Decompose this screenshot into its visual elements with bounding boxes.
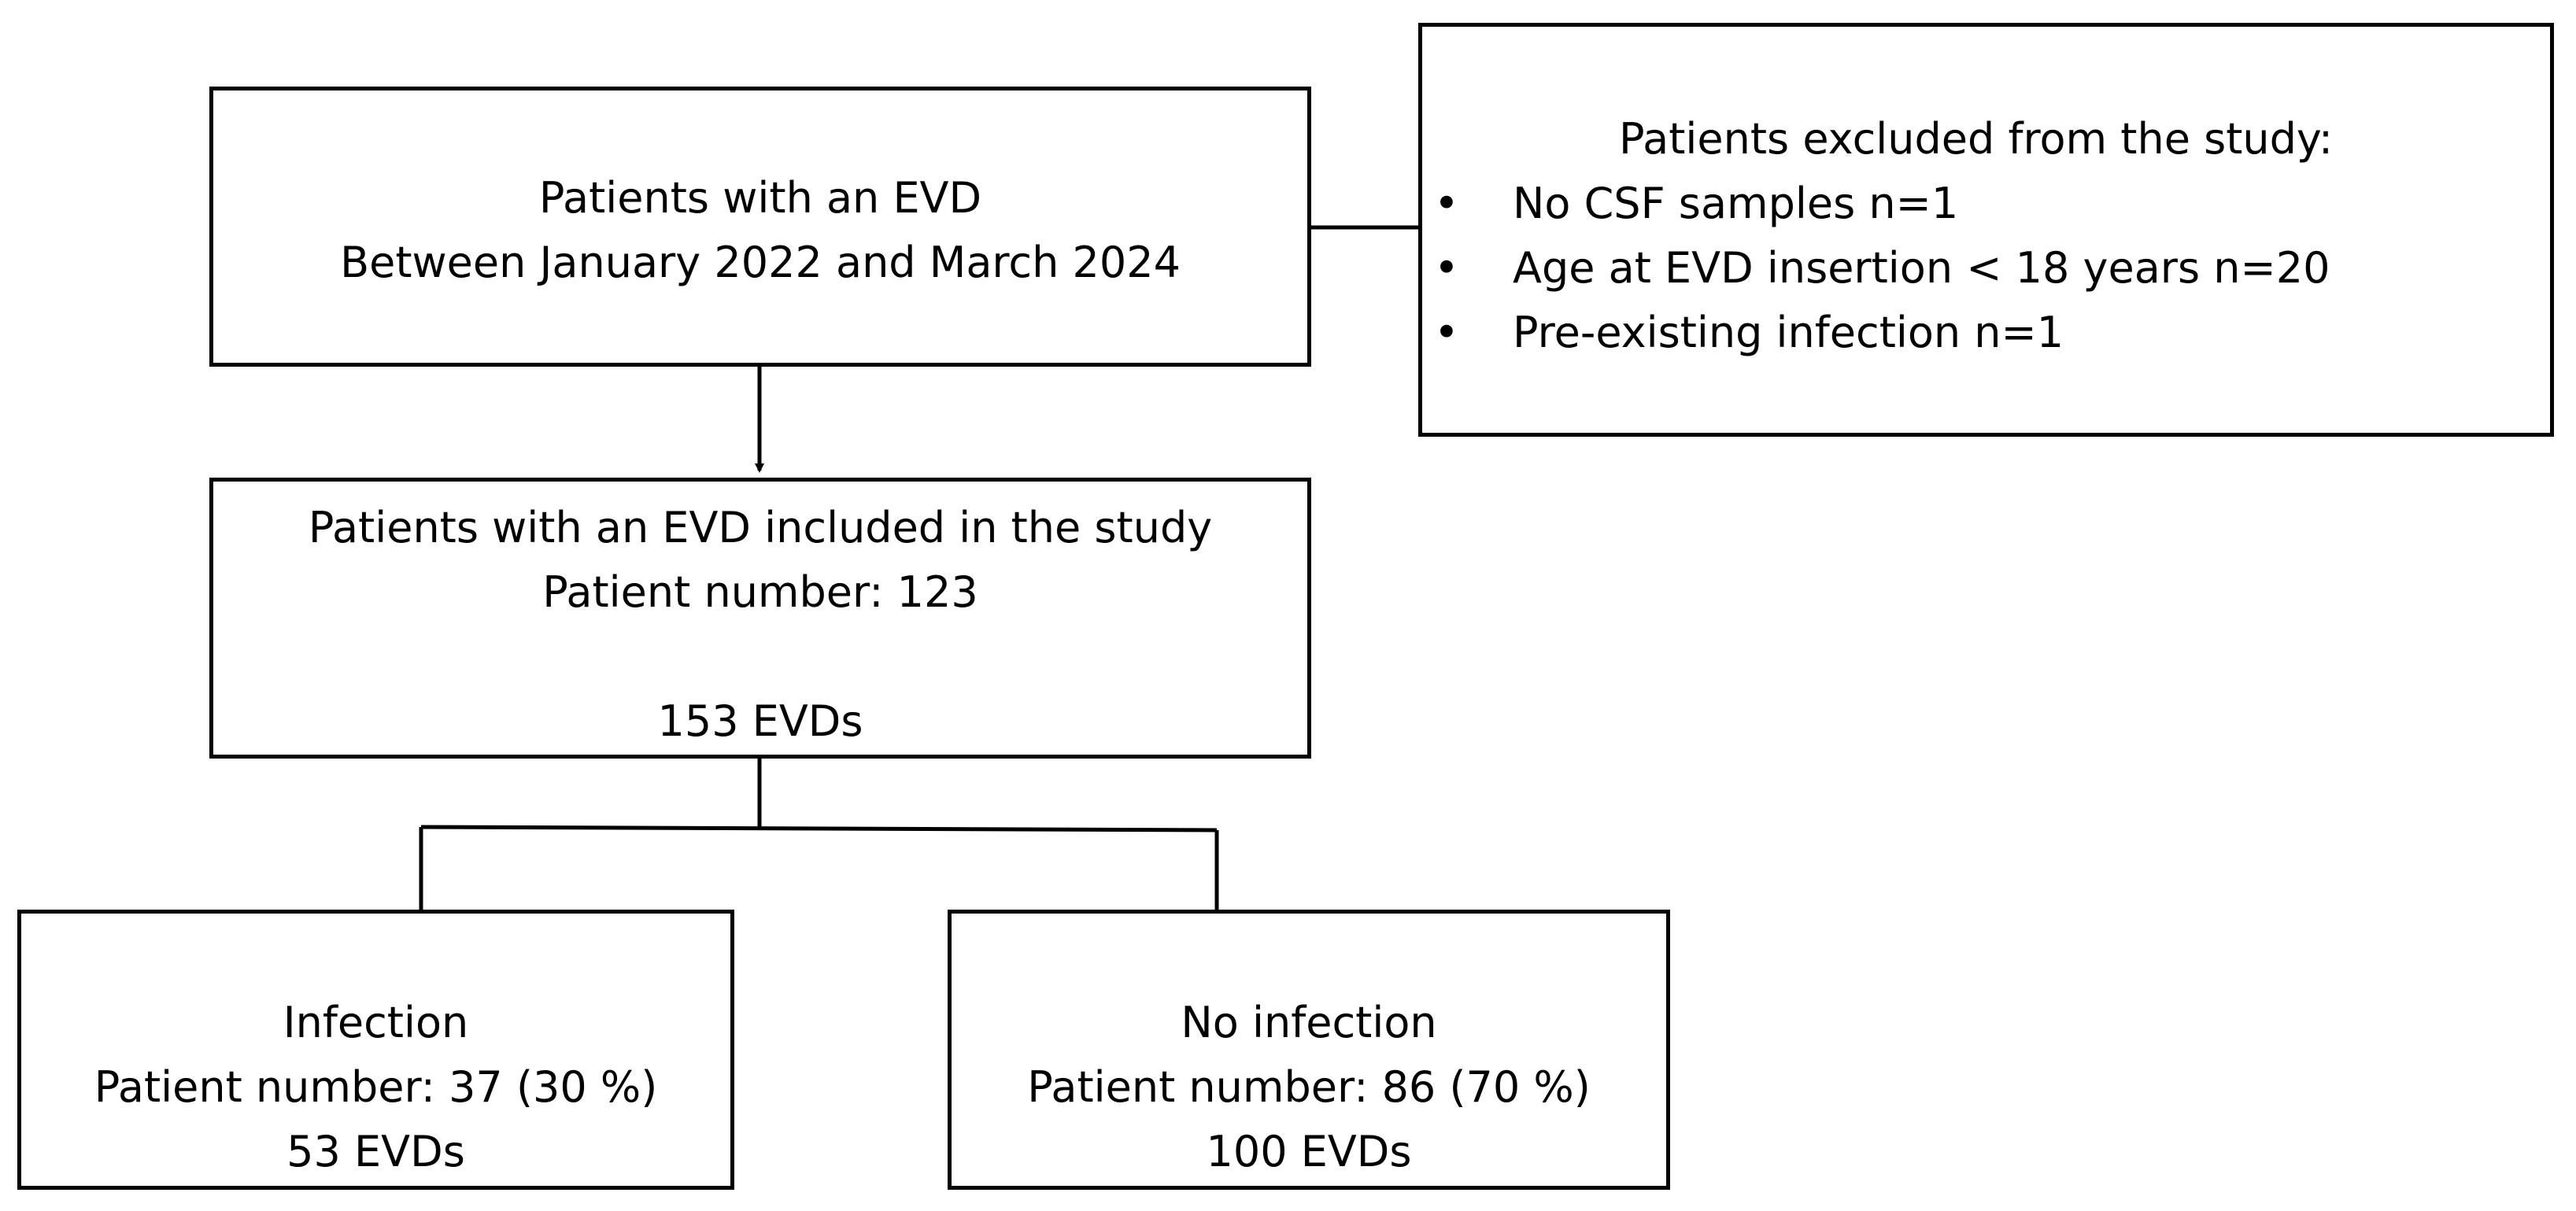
bullet-icon: • bbox=[1434, 179, 1459, 228]
exclusion-item: • No CSF samples n=1 bbox=[1434, 172, 2365, 236]
included-patients-box: Patients with an EVD included in the stu… bbox=[209, 478, 1311, 759]
included-evd-count: 153 EVDs bbox=[657, 696, 863, 746]
split-connector-bar bbox=[420, 825, 1218, 833]
infection-box: Infection Patient number: 37 (30 %) 53 E… bbox=[17, 910, 734, 1190]
excluded-patients-box: Patients excluded from the study: • No C… bbox=[1418, 23, 2554, 437]
infection-evd-count: 53 EVDs bbox=[286, 1127, 465, 1176]
exclusion-list: • No CSF samples n=1 • Age at EVD insert… bbox=[1434, 172, 2365, 365]
exclusion-item: • Pre-existing infection n=1 bbox=[1434, 301, 2365, 365]
no-infection-box: No infection Patient number: 86 (70 %) 1… bbox=[948, 910, 1670, 1190]
exclusion-text-infection: Pre-existing infection n=1 bbox=[1513, 308, 2064, 357]
bullet-icon: • bbox=[1434, 243, 1459, 293]
spacer bbox=[213, 625, 1307, 689]
evd-patients-label: Patients with an EVD bbox=[538, 173, 982, 223]
included-patients-label: Patients with an EVD included in the stu… bbox=[308, 503, 1213, 552]
exclusion-text-age: Age at EVD insertion < 18 years n=20 bbox=[1513, 243, 2330, 293]
no-infection-evd-count: 100 EVDs bbox=[1206, 1127, 1412, 1176]
exclusion-item: • Age at EVD insertion < 18 years n=20 bbox=[1434, 236, 2365, 301]
exclusion-text-no-csf: No CSF samples n=1 bbox=[1513, 179, 1959, 228]
bullet-icon: • bbox=[1434, 308, 1459, 357]
included-patient-count: Patient number: 123 bbox=[542, 567, 978, 617]
excluded-title: Patients excluded from the study: bbox=[1619, 114, 2334, 164]
infection-label: Infection bbox=[283, 998, 469, 1047]
evd-patients-box: Patients with an EVD Between January 202… bbox=[209, 87, 1311, 367]
infection-patient-count: Patient number: 37 (30 %) bbox=[94, 1062, 658, 1112]
no-infection-patient-count: Patient number: 86 (70 %) bbox=[1027, 1062, 1591, 1112]
study-period-label: Between January 2022 and March 2024 bbox=[340, 238, 1181, 287]
no-infection-label: No infection bbox=[1181, 998, 1437, 1047]
